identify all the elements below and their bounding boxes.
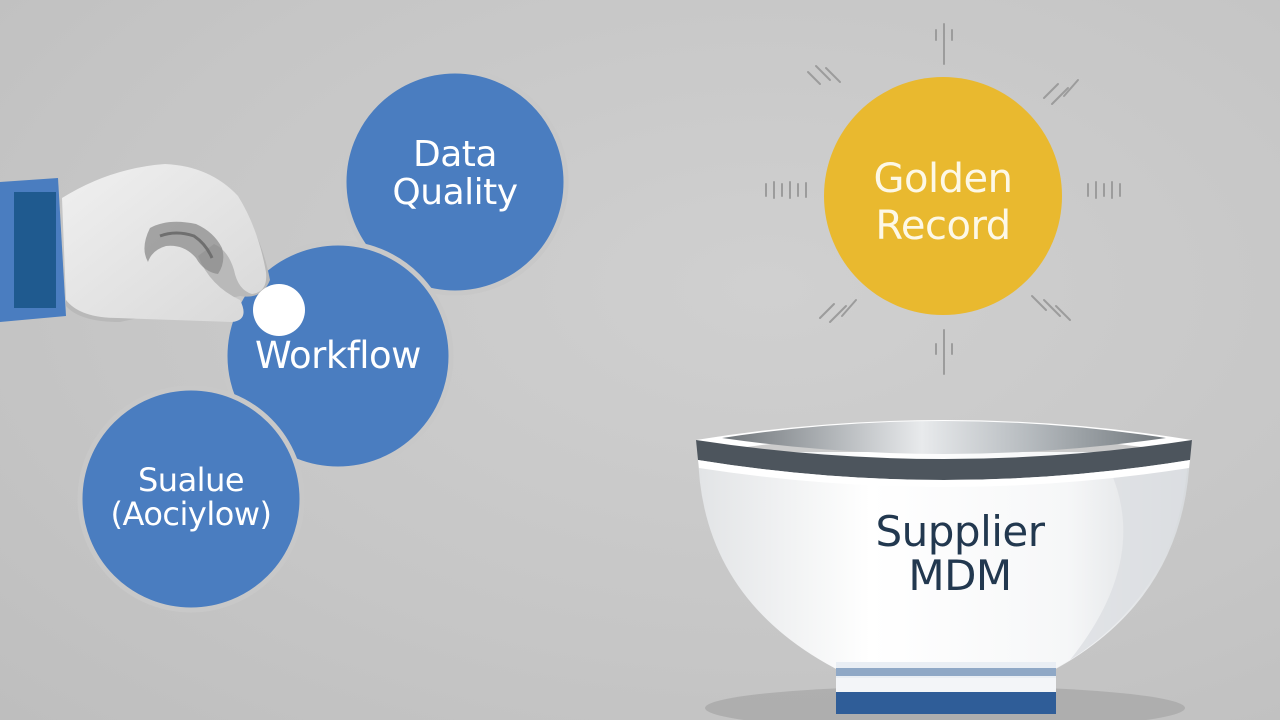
bowl [696, 420, 1192, 714]
sualue-line2: (Aociylow) [110, 494, 272, 533]
bowl-foot-stripe [836, 668, 1056, 676]
supplier-mdm-label: Supplier MDM [800, 507, 1120, 601]
sualue-label: Sualue (Aociylow) [80, 461, 302, 533]
data-quality-label: Data Quality [344, 136, 566, 212]
golden-record-label: Golden Record [824, 156, 1062, 250]
data-quality-line1: Data [413, 134, 497, 175]
bowl-interior [722, 421, 1166, 454]
workflow-label: Workflow [226, 334, 450, 377]
hand-icon [0, 164, 305, 336]
sun-rays [765, 23, 1121, 375]
bowl-foot-base [836, 692, 1056, 714]
golden-record-line1: Golden [873, 156, 1013, 202]
golden-record-line2: Record [875, 203, 1011, 250]
pinched-ball [253, 284, 305, 336]
sualue-line1: Sualue [137, 461, 245, 499]
workflow-text: Workflow [255, 334, 421, 377]
data-quality-line2: Quality [392, 171, 518, 213]
supplier-mdm-line1: Supplier [875, 507, 1045, 556]
sualue-bubble [77, 385, 305, 613]
bowl-rim [696, 440, 1192, 480]
bowl-body [698, 452, 1190, 672]
supplier-mdm-line2: MDM [908, 551, 1012, 601]
data-quality-bubble [341, 68, 569, 296]
golden-record-circle [824, 77, 1062, 315]
cuff [14, 192, 56, 308]
